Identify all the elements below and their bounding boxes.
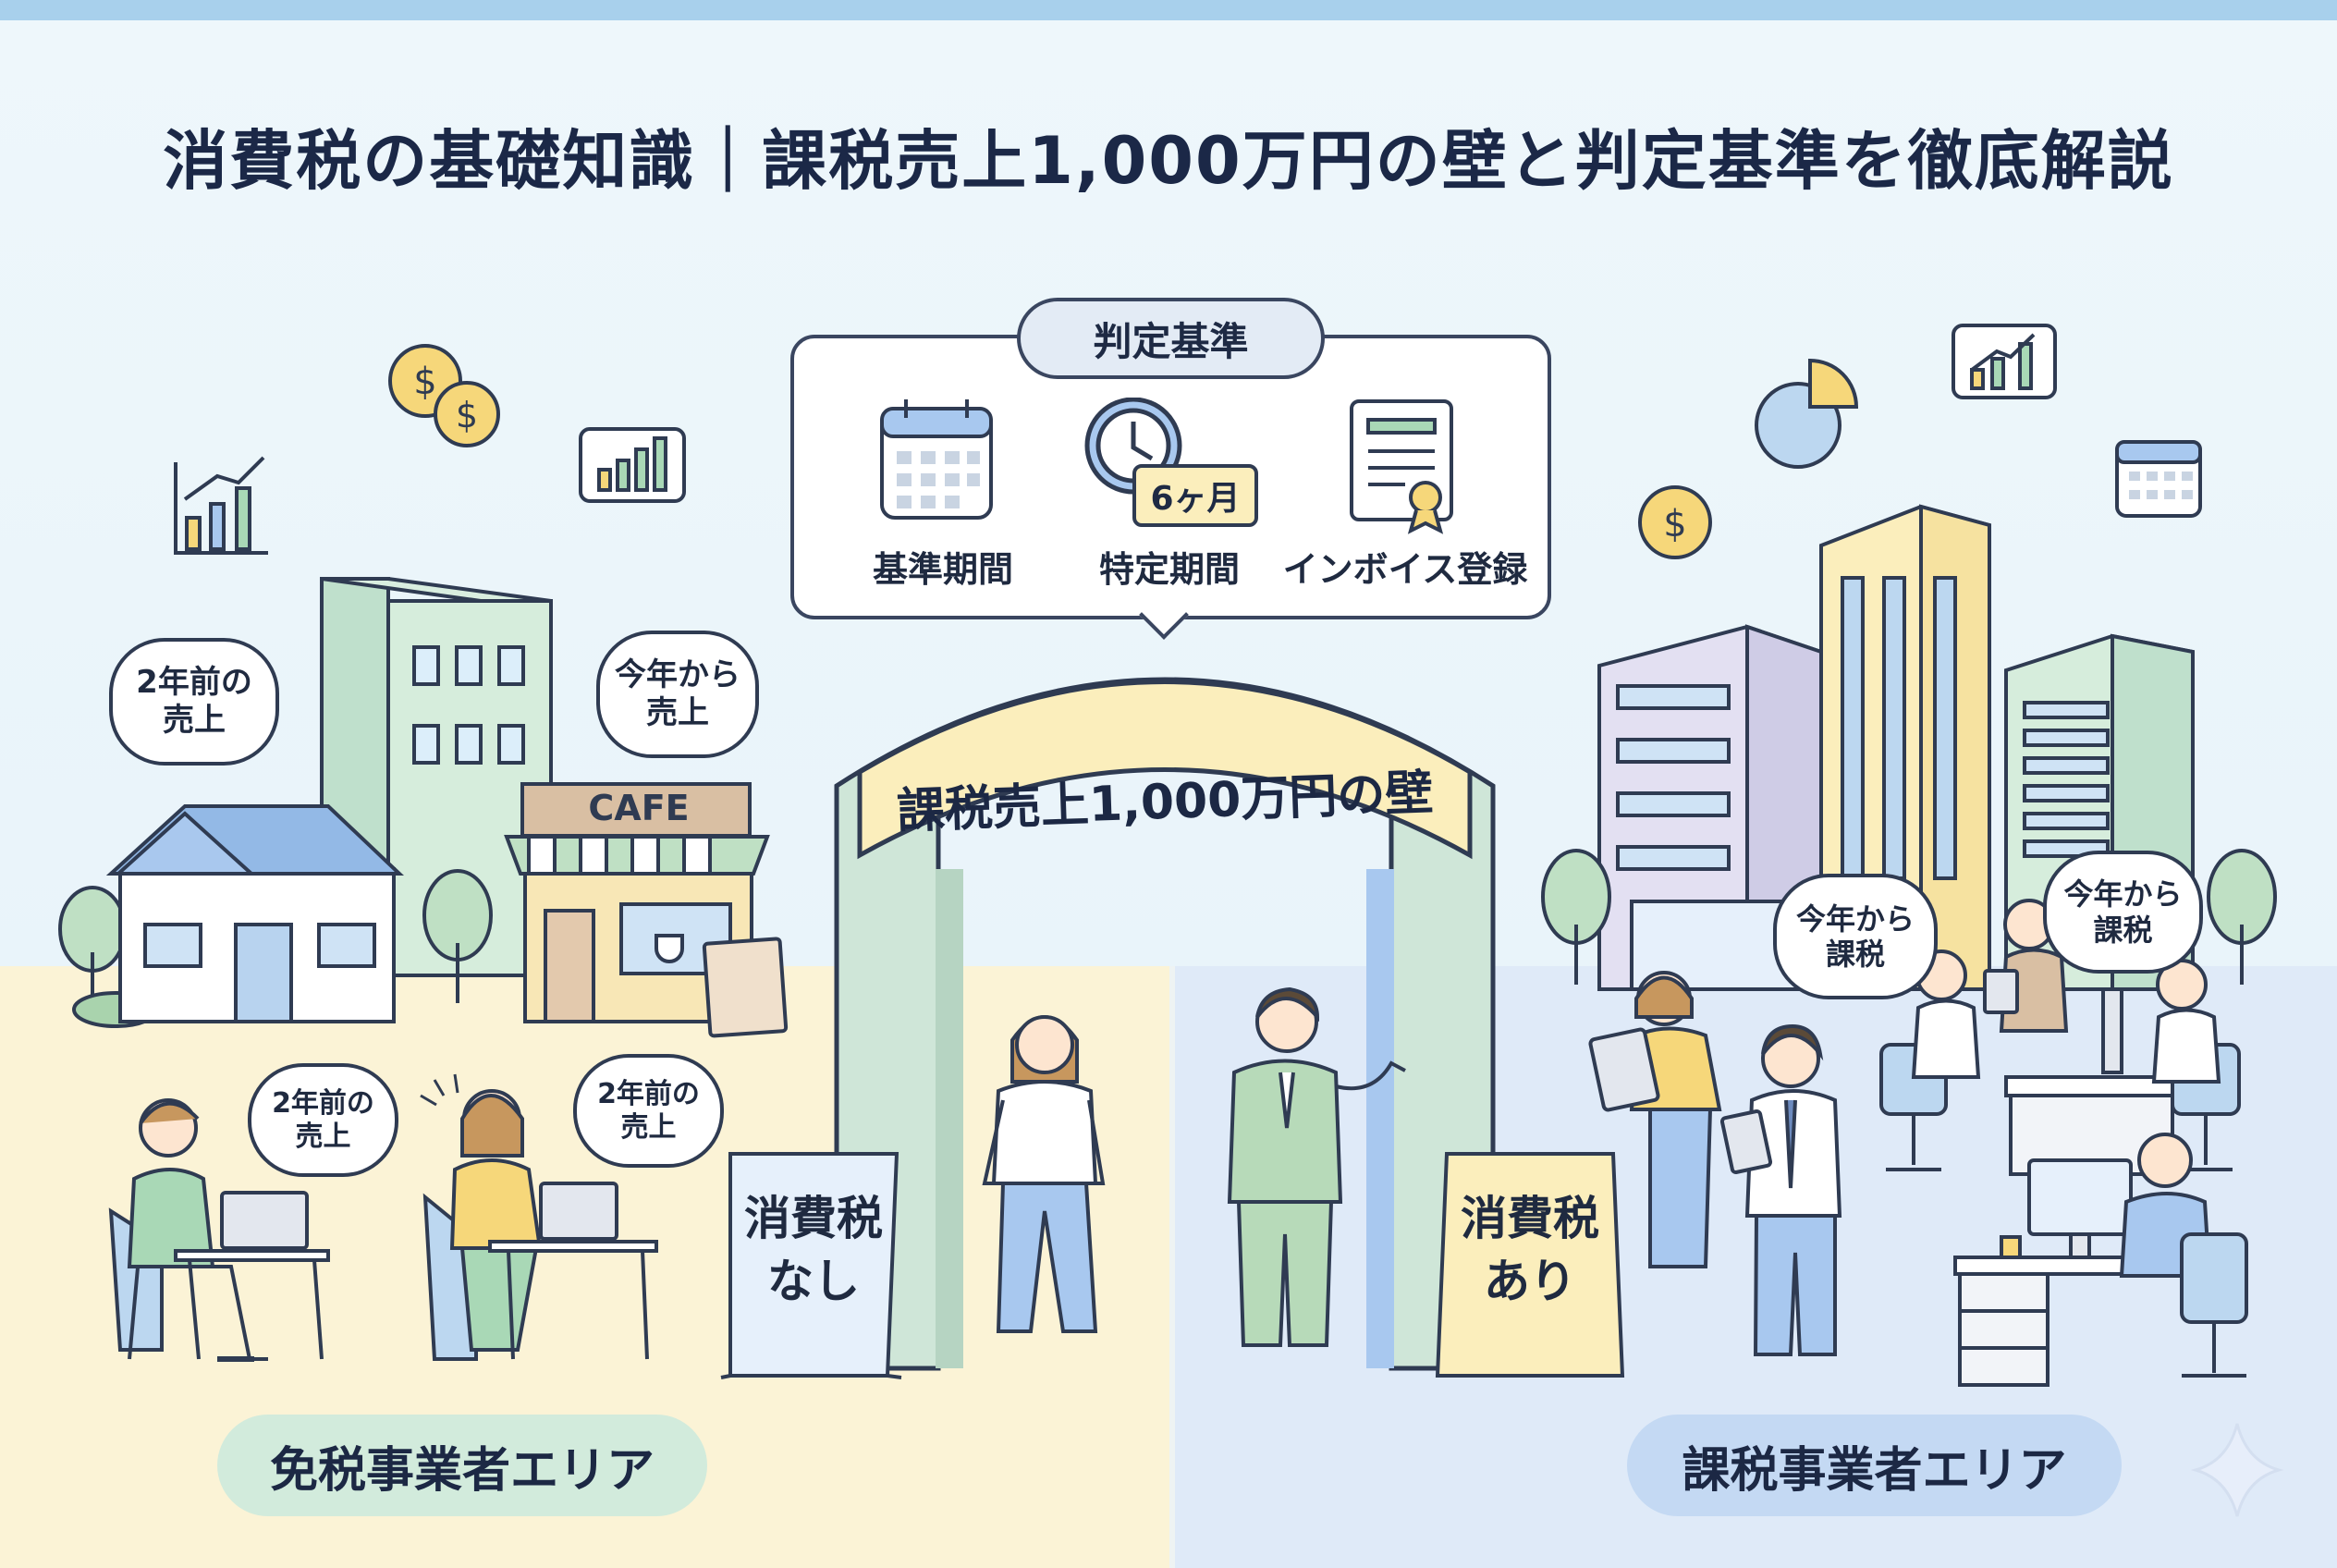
arch-gate: [834, 677, 1496, 1371]
computer-desk: [1953, 1133, 2248, 1387]
man-with-tablet: [1719, 1023, 1842, 1356]
criteria-icons: [880, 398, 1453, 534]
sign-with-consumption-tax: 消費税 あり: [1461, 1192, 1599, 1308]
coin-icon-right: $: [1638, 485, 1712, 559]
house: [105, 804, 405, 1023]
speech-bubble-this-year-sales: 今年から 売上: [596, 631, 759, 758]
speech-bubble-taxable-2: 今年から 課税: [2043, 851, 2203, 974]
growth-chart-icon: [174, 456, 268, 555]
man-in-suit: [1227, 986, 1406, 1347]
criteria-label-specific-period: 特定期間: [1098, 549, 1240, 590]
woman-with-calculator: [1588, 971, 1722, 1268]
svg-text:$: $: [456, 395, 478, 435]
svg-text:$: $: [1663, 503, 1686, 545]
coworkers: [1911, 899, 2221, 1084]
tree-right: [1541, 849, 2277, 985]
document-certificate-icon: [1350, 399, 1453, 534]
bar-chart-card-icon-right: [1952, 324, 2057, 399]
calendar-icon-right: [2115, 440, 2202, 518]
criteria-label-base-period: 基準期間: [872, 549, 1013, 590]
svg-text:$: $: [413, 361, 436, 403]
cafe-sign: CAFE: [588, 788, 690, 828]
woman-with-laptop: [420, 1073, 658, 1361]
speech-bubble-2y-sales-2: 2年前の 売上: [248, 1063, 398, 1177]
man-with-laptop: [108, 1098, 330, 1362]
calendar-icon: [880, 399, 993, 520]
bar-chart-card-icon: [579, 427, 686, 503]
top-bar: [0, 0, 2337, 20]
page-title: 消費税の基礎知識｜課税売上1,000万円の壁と判定基準を徹底解説: [163, 123, 2174, 199]
pie-chart-icon: [1755, 358, 1859, 469]
cafe-shop: [504, 782, 789, 1038]
sign-board-left: [720, 1152, 902, 1379]
criteria-label-invoice: インボイス登録: [1282, 549, 1528, 590]
speech-bubble-2y-sales-3: 2年前の 売上: [573, 1054, 724, 1168]
six-months-badge: 6ヶ月: [1132, 464, 1258, 527]
woman-standing: [982, 1015, 1106, 1333]
tall-building-yellow: [1819, 504, 1991, 991]
tax-exempt-area-label: 免税事業者エリア: [217, 1415, 707, 1516]
sign-no-consumption-tax: 消費税 なし: [744, 1192, 883, 1308]
sparkle-icon: [2190, 1423, 2284, 1517]
speech-bubble-2y-sales-1: 2年前の 売上: [109, 638, 279, 766]
sign-board-right: [1435, 1152, 1625, 1378]
criteria-heading: 判定基準: [1017, 298, 1325, 379]
speech-bubble-taxable-1: 今年から 課税: [1773, 874, 1938, 999]
coin-icon: $ $: [388, 344, 500, 447]
taxable-area-label: 課税事業者エリア: [1627, 1415, 2122, 1516]
